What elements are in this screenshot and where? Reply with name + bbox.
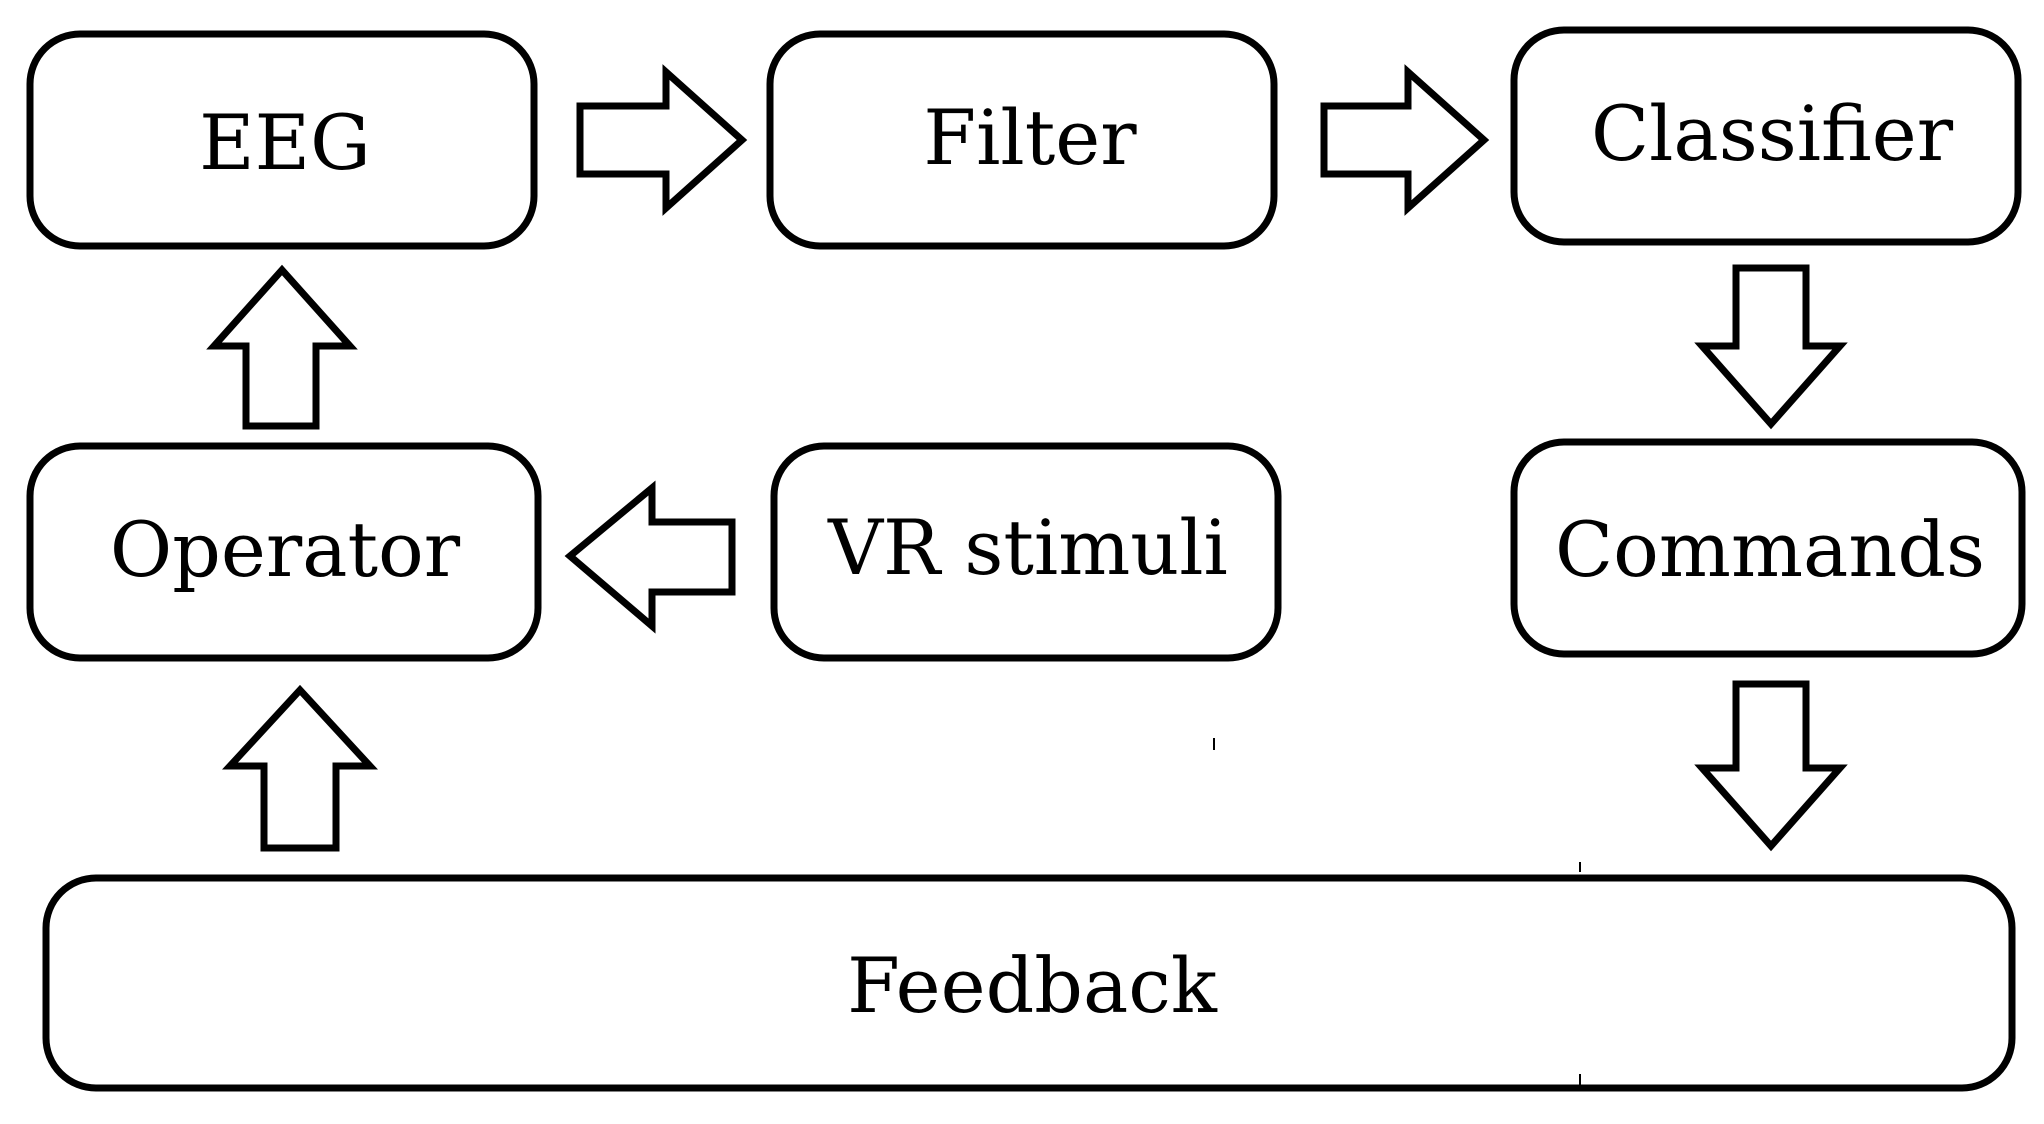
node-operator-label: Operator (110, 505, 461, 594)
arrow-right-icon (576, 64, 748, 216)
arrow-right-icon (1320, 64, 1490, 216)
node-classifier-label: Classifier (1591, 89, 1954, 178)
node-classifier: Classifier (1510, 26, 2022, 246)
arrow-up-icon (206, 264, 358, 430)
node-commands: Commands (1510, 438, 2026, 658)
node-vr-stimuli: VR stimuli (770, 442, 1282, 662)
node-operator: Operator (26, 442, 542, 662)
node-filter: Filter (766, 30, 1278, 250)
arrow-down-icon (1694, 264, 1848, 430)
node-eeg: EEG (26, 30, 538, 250)
node-vr-stimuli-label: VR stimuli (827, 503, 1228, 592)
arrow-left-icon (564, 480, 736, 634)
node-commands-label: Commands (1555, 505, 1985, 594)
node-eeg-label: EEG (199, 98, 371, 187)
arrow-up-icon (222, 684, 378, 852)
node-feedback: Feedback (42, 874, 2016, 1092)
node-feedback-label: Feedback (847, 941, 1218, 1030)
node-filter-label: Filter (923, 93, 1137, 182)
arrow-down-icon (1694, 680, 1848, 852)
